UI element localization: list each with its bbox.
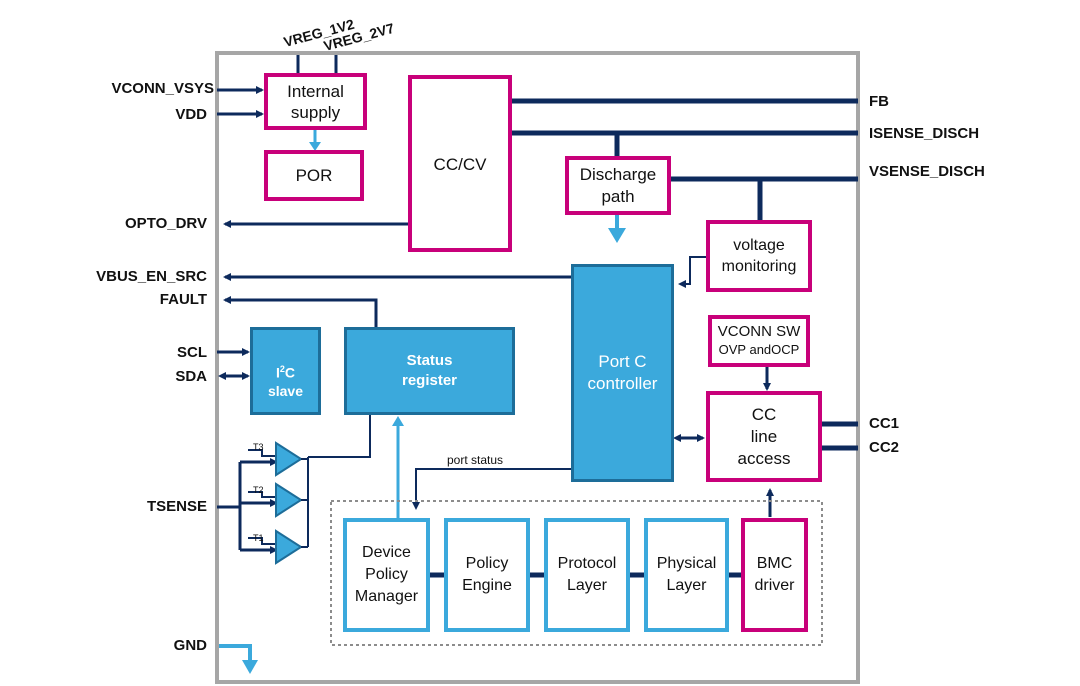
internal-supply-block: Internal supply: [264, 73, 367, 130]
t1-ref-wire: [248, 537, 276, 545]
pin-scl: SCL: [177, 344, 207, 361]
t2-ref-wire: [248, 491, 276, 498]
i2c-label-i: I: [275, 364, 280, 381]
policy-engine-block: Policy Engine: [444, 518, 530, 632]
port-status-wire: [412, 468, 571, 510]
chip-outline: [215, 51, 860, 684]
pin-fault: FAULT: [159, 291, 207, 308]
i2c-slave-block: I2C slave: [250, 327, 321, 415]
pin-gnd: GND: [173, 637, 207, 654]
discharge-path-block: Discharge path: [565, 156, 671, 215]
pin-vbus-en-src: VBUS_EN_SRC: [96, 268, 207, 285]
pin-isense-disch: ISENSE_DISCH: [869, 125, 980, 142]
t1-label: T1: [253, 533, 264, 543]
discharge-arrowhead: [608, 228, 626, 243]
comparator-t2: [275, 482, 303, 518]
comparator-t3: [275, 441, 303, 477]
voltage-monitoring-block: voltage monitoring: [706, 220, 812, 292]
pin-vsense-disch: VSENSE_DISCH: [869, 163, 985, 180]
cccv-block: CC/CV: [408, 75, 512, 252]
pin-vconn-vsys: VCONN_VSYS: [111, 80, 214, 97]
sensor-to-status-wire: [308, 414, 371, 458]
gnd-wire: [219, 644, 252, 664]
pin-sda: SDA: [175, 368, 207, 385]
vconn-sw-block: VCONN SW OVP andOCP: [708, 315, 810, 367]
t3-ref-wire: [248, 449, 276, 457]
t1-text: T1: [253, 533, 264, 543]
pin-fb: FB: [869, 93, 889, 110]
t2-label: T2: [253, 485, 264, 495]
t3-label: T3: [253, 442, 264, 452]
pin-tsense: TSENSE: [146, 498, 207, 515]
gnd-arrowhead: [242, 660, 258, 674]
pin-vdd: VDD: [175, 106, 207, 123]
bmc-driver-block: BMC driver: [741, 518, 808, 632]
device-policy-manager-block: Device Policy Manager: [343, 518, 430, 632]
port-status-label: port status: [447, 453, 504, 467]
protocol-layer-block: Protocol Layer: [544, 518, 630, 632]
i2c-label-sup: 2: [279, 364, 285, 375]
cc-line-access-block: CC line access: [706, 391, 822, 482]
por-block: POR: [264, 150, 364, 201]
monitor-to-portc-wire: [678, 256, 707, 288]
physical-layer-block: Physical Layer: [644, 518, 729, 632]
pin-cc1: CC1: [869, 415, 900, 432]
comparator-t1: [275, 529, 303, 565]
fault-wire: [223, 296, 378, 328]
i2c-label-rest: C slave: [267, 364, 304, 399]
vconn-sw-line1: VCONN SW: [717, 323, 801, 340]
status-register-block: Status register: [344, 327, 515, 415]
pin-opto-drv: OPTO_DRV: [125, 215, 207, 232]
dpm-to-status-arrowhead: [392, 416, 404, 426]
t2-text: T2: [253, 485, 264, 495]
pin-cc2: CC2: [869, 439, 900, 456]
t3-text: T3: [253, 442, 264, 452]
supply-to-por-arrowhead: [309, 142, 321, 151]
port-c-controller-block: Port C controller: [571, 264, 674, 482]
vconn-sw-line2: OVP andOCP: [718, 342, 800, 357]
